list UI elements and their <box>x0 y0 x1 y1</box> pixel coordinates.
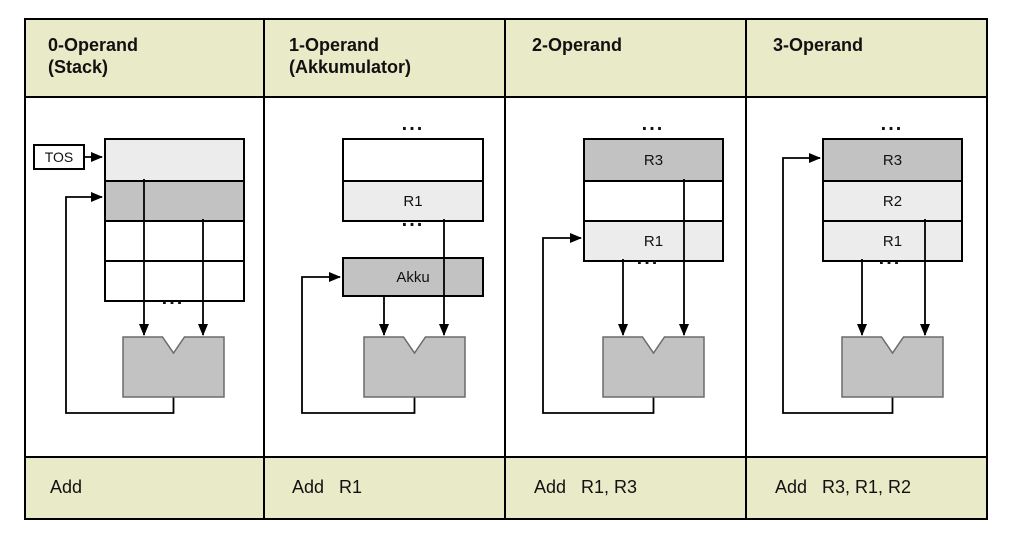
code-2-operand: Add R1, R3 <box>534 476 638 497</box>
header-0-operand: 0-Operand (Stack) <box>48 34 138 78</box>
register-cell-r1: R1 <box>344 180 482 220</box>
stack-cell-tos <box>106 140 243 180</box>
header-band <box>26 20 986 98</box>
ellipsis: ... <box>401 113 425 135</box>
header-3-operand: 3-Operand <box>773 34 863 56</box>
ellipsis: ... <box>636 247 660 269</box>
akku-register: Akku <box>342 257 484 297</box>
column-separator <box>504 20 506 518</box>
header-title: 1-Operand <box>289 35 380 55</box>
header-subtitle: (Stack) <box>48 57 109 77</box>
header-subtitle: (Akkumulator) <box>289 57 412 77</box>
code-1-operand: Add R1 <box>292 476 363 497</box>
alu-label: ALU <box>638 365 669 383</box>
ellipsis: ... <box>641 113 665 135</box>
tos-box: TOS <box>33 144 85 170</box>
header-title: 0-Operand <box>48 35 139 55</box>
code-band <box>26 456 986 518</box>
ellipsis: ... <box>880 113 904 135</box>
register-cell <box>344 140 482 180</box>
header-title: 2-Operand <box>532 35 623 55</box>
register-cell <box>585 180 722 220</box>
stack-cell-3 <box>106 220 243 260</box>
register-file: R3 R2 R1 <box>822 138 963 262</box>
register-cell-r2: R2 <box>824 180 961 220</box>
column-separator <box>745 20 747 518</box>
header-title: 3-Operand <box>773 35 864 55</box>
alu-label: ALU <box>158 365 189 383</box>
register-file: R1 <box>342 138 484 222</box>
column-separator <box>263 20 265 518</box>
header-1-operand: 1-Operand (Akkumulator) <box>289 34 411 78</box>
ellipsis: ... <box>161 287 185 309</box>
stack-register-file <box>104 138 245 302</box>
ellipsis: ... <box>878 247 902 269</box>
register-cell-r3: R3 <box>824 140 961 180</box>
ellipsis: ... <box>401 209 425 231</box>
alu-label: ALU <box>877 365 908 383</box>
alu-label: ALU <box>399 365 430 383</box>
stack-cell-2 <box>106 180 243 220</box>
register-cell-r3: R3 <box>585 140 722 180</box>
header-2-operand: 2-Operand <box>532 34 622 56</box>
register-file: R3 R1 <box>583 138 724 262</box>
code-3-operand: Add R3, R1, R2 <box>775 476 912 497</box>
code-0-operand: Add <box>50 476 83 497</box>
